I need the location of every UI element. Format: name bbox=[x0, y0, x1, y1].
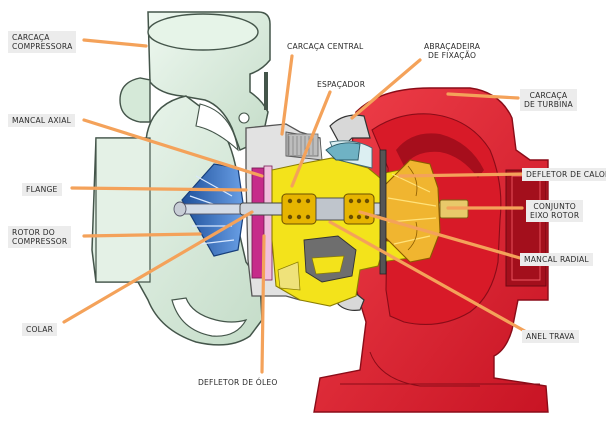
label-anel-trava: ANEL TRAVA bbox=[522, 330, 579, 343]
turbine-wheel bbox=[383, 159, 441, 263]
callout-mancal-radial bbox=[358, 210, 522, 260]
callout-flange bbox=[70, 186, 248, 192]
callout-defletor-calor bbox=[398, 172, 526, 178]
callout-lines bbox=[62, 38, 532, 374]
callout-mancal-axial bbox=[82, 118, 264, 178]
label-carcaca-turbina: CARCAÇA DE TURBINA bbox=[520, 89, 577, 111]
heat-shield bbox=[379, 149, 387, 275]
callout-anel-trava bbox=[328, 220, 532, 336]
callout-rotor-compressor bbox=[82, 232, 202, 238]
callout-abracadeira bbox=[350, 58, 422, 120]
label-defletor-calor: DEFLETOR DE CALOR bbox=[522, 168, 606, 181]
callout-espacador bbox=[290, 90, 332, 188]
label-flange: FLANGE bbox=[22, 183, 62, 196]
callout-defletor-oleo bbox=[260, 234, 266, 374]
label-defletor-oleo: DEFLETOR DE ÓLEO bbox=[198, 378, 278, 387]
label-abracadeira: ABRAÇADEIRA DE FIXAÇÃO bbox=[424, 42, 481, 60]
label-rotor-compressor: ROTOR DO COMPRESSOR bbox=[8, 226, 72, 248]
label-carcaca-central: CARCAÇA CENTRAL bbox=[287, 42, 364, 51]
label-mancal-axial: MANCAL AXIAL bbox=[8, 114, 76, 127]
radial-bearing-right bbox=[343, 193, 375, 225]
callout-carcaca-central bbox=[280, 54, 294, 136]
label-carcaca-compressora: CARCAÇA COMPRESSORA bbox=[8, 31, 77, 53]
radial-bearing-left bbox=[281, 193, 317, 225]
callout-carcaca-compressora bbox=[82, 38, 148, 48]
compressor-housing bbox=[91, 11, 271, 346]
label-mancal-radial: MANCAL RADIAL bbox=[520, 253, 593, 266]
label-colar: COLAR bbox=[22, 323, 58, 336]
callout-colar bbox=[62, 210, 254, 324]
label-espacador: ESPAÇADOR bbox=[317, 80, 366, 89]
label-conjunto-eixo: CONJUNTO EIXO ROTOR bbox=[526, 200, 584, 222]
callout-carcaca-turbina bbox=[446, 92, 520, 100]
